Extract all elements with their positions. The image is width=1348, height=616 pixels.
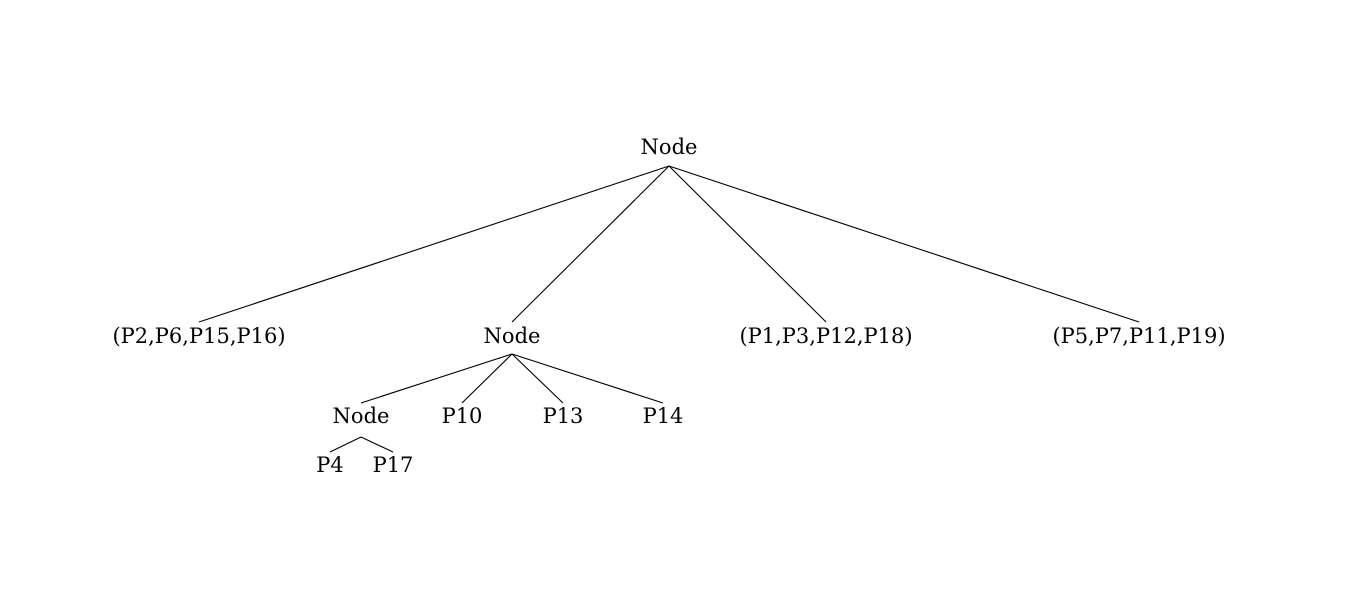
edge-node-to-p14 (511, 353, 664, 404)
leaf-p13: P13 (543, 404, 584, 428)
edge-subnode-to-p4 (329, 436, 362, 453)
root-node-label: Node (641, 135, 698, 159)
tree-labels: Node (P2,P6,P15,P16) Node (P1,P3,P12,P18… (112, 135, 1225, 477)
leaf-group-p5-p7-p11-p19: (P5,P7,P11,P19) (1052, 324, 1225, 348)
edge-node-to-p13 (511, 353, 564, 404)
leaf-p17: P17 (373, 453, 414, 477)
edge-node-to-subnode (360, 353, 513, 404)
leaf-p14: P14 (643, 404, 684, 428)
edge-root-to-group-p1 (668, 165, 827, 323)
tree-edges (198, 165, 1140, 453)
edge-root-to-group-p2 (198, 165, 670, 323)
sub-internal-node-label: Node (333, 404, 390, 428)
internal-node-label: Node (484, 324, 541, 348)
edge-root-to-node (511, 165, 670, 323)
edge-root-to-group-p5 (668, 165, 1140, 323)
leaf-p10: P10 (442, 404, 483, 428)
leaf-group-p2-p6-p15-p16: (P2,P6,P15,P16) (112, 324, 285, 348)
edge-node-to-p10 (461, 353, 513, 404)
leaf-p4: P4 (316, 453, 344, 477)
edge-subnode-to-p17 (360, 436, 394, 453)
leaf-group-p1-p3-p12-p18: (P1,P3,P12,P18) (739, 324, 912, 348)
